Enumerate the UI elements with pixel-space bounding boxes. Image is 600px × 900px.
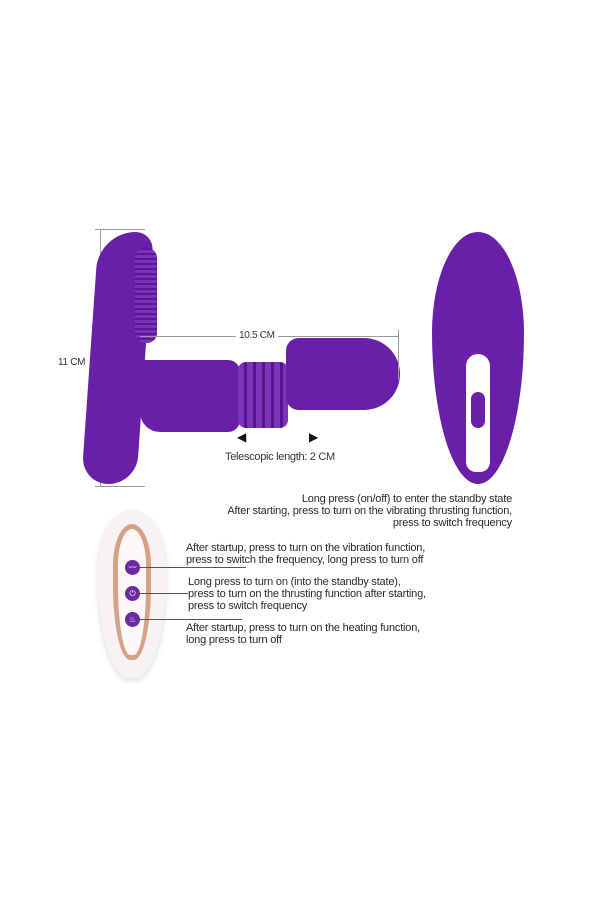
length-dimension-right-tick [398, 330, 399, 380]
product-side-view-tip [286, 338, 400, 410]
leader-line-flame [140, 619, 242, 620]
remote-power-button[interactable]: ⏻ [125, 586, 140, 601]
remote-flame-button[interactable]: ♨ [125, 612, 140, 627]
power-button-description: Long press to turn on (into the standby … [188, 576, 426, 612]
flame-icon: ♨ [128, 615, 137, 624]
height-dimension-top-tick [95, 229, 145, 230]
wave-icon: 〰 [128, 563, 137, 572]
side-note: Long press (on/off) to enter the standby… [200, 493, 512, 529]
leader-line-power [140, 593, 188, 594]
side-note-line-1: Long press (on/off) to enter the standby… [301, 493, 512, 505]
flame-description-line-2: long press to turn off [186, 634, 282, 646]
arrow-right-icon: ▶ [309, 430, 319, 444]
wave-description-line-2: press to switch the frequency, long pres… [186, 554, 424, 566]
wave-description-line-1: After startup, press to turn on the vibr… [186, 542, 426, 554]
product-side-view-nubs [135, 248, 157, 343]
power-description-line-3: press to switch frequency [188, 600, 308, 612]
height-dimension-bottom-tick [95, 486, 145, 487]
flame-description-line-1: After startup, press to turn on the heat… [186, 622, 420, 634]
remote-wave-button[interactable]: 〰 [125, 560, 140, 575]
wave-button-description: After startup, press to turn on the vibr… [186, 542, 425, 566]
height-label: 11 CM [55, 357, 89, 368]
side-note-line-3: press to switch frequency [392, 517, 512, 529]
length-label: 10.5 CM [236, 330, 278, 341]
side-note-line-2: After starting, press to turn on the vib… [227, 505, 512, 517]
flame-button-description: After startup, press to turn on the heat… [186, 622, 420, 646]
power-icon: ⏻ [129, 589, 136, 598]
leader-line-wave [140, 567, 246, 568]
front-view-power-button[interactable] [471, 392, 485, 428]
power-description-line-2: press to turn on the thrusting function … [188, 588, 426, 600]
product-side-view-shaft [140, 360, 240, 432]
power-description-line-1: Long press to turn on (into the standby … [188, 576, 401, 588]
product-side-view-rings [238, 362, 288, 428]
arrow-left-icon: ◀ [237, 430, 247, 444]
telescopic-label: Telescopic length: 2 CM [222, 451, 338, 463]
